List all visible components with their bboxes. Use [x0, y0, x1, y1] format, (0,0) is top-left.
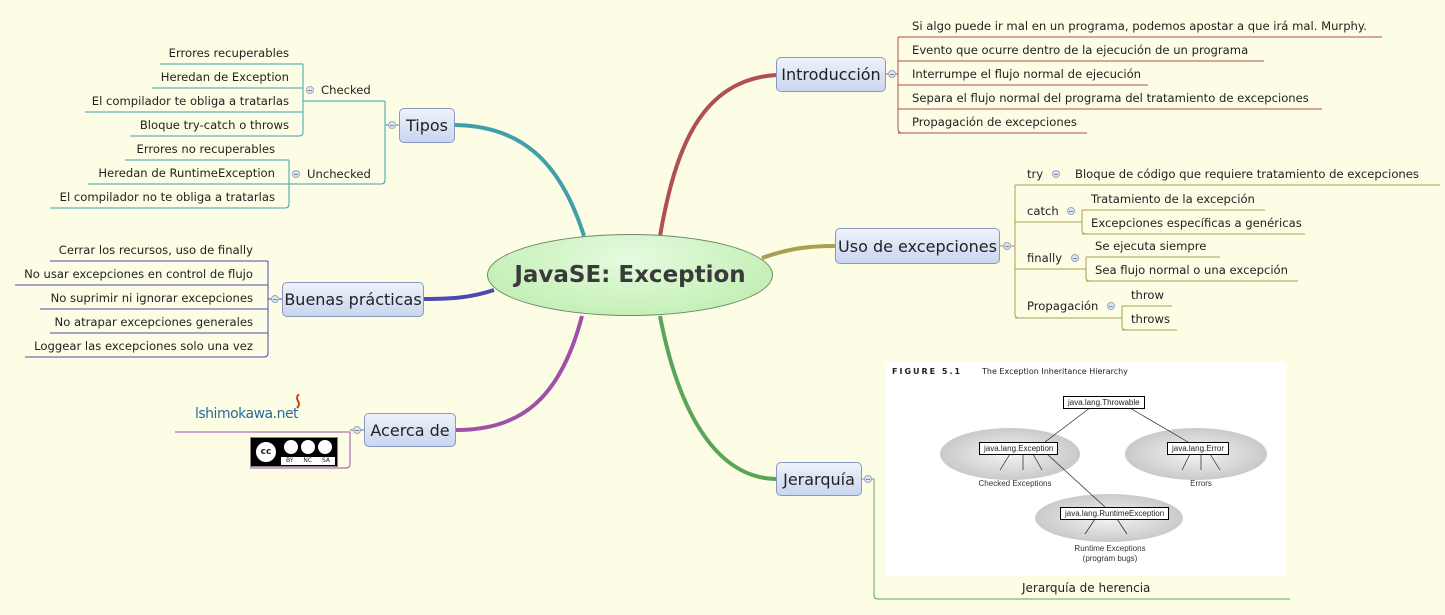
- collapse-toggle-icon[interactable]: [292, 170, 300, 178]
- list-item: Cerrar los recursos, uso de finally: [58, 243, 253, 257]
- collapse-toggle-icon[interactable]: [888, 70, 896, 78]
- caption-runtime: Runtime Exceptions: [1074, 544, 1146, 553]
- lshimokawa-logo[interactable]: lshimokawa.net: [195, 394, 320, 426]
- flame-icon: [296, 394, 300, 409]
- list-item: Bloque try-catch o throws: [139, 118, 289, 132]
- by-label: BY: [285, 457, 294, 464]
- list-item: El compilador no te obliga a tratarlas: [59, 190, 275, 204]
- collapse-toggle-icon[interactable]: [271, 295, 279, 303]
- topic-acerca-de[interactable]: Acerca de: [364, 413, 456, 447]
- branch-introduccion: [658, 73, 777, 237]
- collapse-toggle-icon[interactable]: [1052, 170, 1060, 178]
- topic-buenas-practicas[interactable]: Buenas prácticas: [282, 282, 424, 317]
- list-item: Bloque de código que requiere tratamient…: [1075, 167, 1419, 181]
- collapse-toggle-icon[interactable]: [864, 475, 872, 483]
- hierarchy-lines: [999, 403, 1221, 535]
- topic-label: Jerarquía: [783, 469, 855, 489]
- list-item: No suprimir ni ignorar excepciones: [50, 291, 253, 305]
- list-item: No usar excepciones en control de flujo: [24, 267, 253, 281]
- topic-label: Uso de excepciones: [838, 236, 997, 256]
- subtopic-catch: catch: [1027, 204, 1059, 218]
- list-item: Separa el flujo normal del programa del …: [912, 91, 1309, 105]
- sa-label: SA: [321, 457, 331, 464]
- jerarquia-caption: Jerarquía de herencia: [1022, 581, 1151, 595]
- branch-acerca: [455, 315, 584, 432]
- list-item: Heredan de Exception: [160, 70, 289, 84]
- list-item: Si algo puede ir mal en un programa, pod…: [912, 19, 1367, 33]
- collapse-toggle-icon[interactable]: [1003, 242, 1011, 250]
- caption-runtime-note: (program bugs): [1082, 554, 1138, 563]
- collapse-toggle-icon[interactable]: [353, 426, 361, 434]
- list-item: Interrumpe el flujo normal de ejecución: [912, 67, 1142, 81]
- subtopic-try: try: [1027, 167, 1044, 181]
- caption-errors: Errors: [1190, 479, 1212, 488]
- nc-label: NC: [303, 457, 313, 464]
- node-throwable: java.lang.Throwable: [1063, 396, 1145, 409]
- node-exception: java.lang.Exception: [979, 442, 1059, 455]
- exception-hierarchy-figure: FIGURE 5.1 The Exception Inheritance Hie…: [885, 362, 1285, 576]
- collapse-toggle-icon[interactable]: [306, 86, 314, 94]
- topic-label: Introducción: [781, 65, 881, 84]
- subtopic-finally: finally: [1027, 251, 1063, 265]
- caption-checked: Checked Exceptions: [978, 479, 1052, 488]
- cc-icon: cc: [254, 440, 278, 464]
- topic-label: Tipos: [405, 116, 448, 135]
- cc-text: cc: [260, 447, 272, 457]
- by-icon: [284, 440, 298, 454]
- list-item: Propagación de excepciones: [912, 115, 1077, 129]
- branch-tipos: [454, 123, 586, 237]
- list-item: Sea flujo normal o una excepción: [1095, 263, 1288, 277]
- list-item: Heredan de RuntimeException: [98, 166, 275, 180]
- collapse-toggle-icon[interactable]: [1107, 302, 1115, 310]
- figure-number: FIGURE 5.1: [892, 367, 963, 376]
- list-item: No atrapar excepciones generales: [54, 315, 253, 329]
- central-topic-label: JavaSE: Exception: [514, 262, 746, 288]
- list-item: Tratamiento de la excepción: [1091, 192, 1255, 206]
- topic-uso-excepciones[interactable]: Uso de excepciones: [835, 228, 1000, 264]
- topic-jerarquia[interactable]: Jerarquía: [776, 462, 862, 496]
- topic-label: Acerca de: [370, 420, 450, 440]
- logo-text: lshimokawa.net: [195, 406, 299, 422]
- figure-title: The Exception Inheritance Hierarchy: [982, 367, 1128, 376]
- list-item: Evento que ocurre dentro de la ejecución…: [912, 43, 1249, 57]
- collapse-toggle-icon[interactable]: [1071, 254, 1079, 262]
- node-runtime-exception: java.lang.RuntimeException: [1060, 507, 1170, 520]
- sa-icon: [318, 440, 332, 454]
- collapse-toggle-icon[interactable]: [388, 121, 396, 129]
- branch-buenas: [423, 288, 495, 301]
- list-item: throws: [1131, 312, 1171, 326]
- topic-label: Buenas prácticas: [284, 290, 422, 309]
- topic-introduccion[interactable]: Introducción: [776, 57, 886, 92]
- list-item: Excepciones específicas a genéricas: [1091, 216, 1302, 230]
- collapse-toggle-icon[interactable]: [1067, 207, 1075, 215]
- branch-uso: [761, 244, 836, 260]
- list-item: Se ejecuta siempre: [1095, 239, 1207, 253]
- list-item: Errores recuperables: [168, 46, 289, 60]
- central-topic[interactable]: JavaSE: Exception: [487, 234, 773, 316]
- subtopic-propagacion: Propagación: [1027, 299, 1099, 313]
- node-error: java.lang.Error: [1167, 442, 1230, 455]
- subtopic-unchecked: Unchecked: [307, 167, 371, 181]
- branch-jerarquia: [658, 315, 777, 481]
- topic-tipos[interactable]: Tipos: [399, 108, 455, 143]
- list-item: Loggear las excepciones solo una vez: [34, 339, 253, 353]
- creative-commons-badge[interactable]: cc BY NC SA: [250, 437, 338, 467]
- nc-icon: [301, 440, 315, 454]
- list-item: El compilador te obliga a tratarlas: [91, 94, 289, 108]
- list-item: Errores no recuperables: [136, 142, 275, 156]
- list-item: throw: [1131, 288, 1164, 302]
- subtopic-checked: Checked: [321, 83, 371, 97]
